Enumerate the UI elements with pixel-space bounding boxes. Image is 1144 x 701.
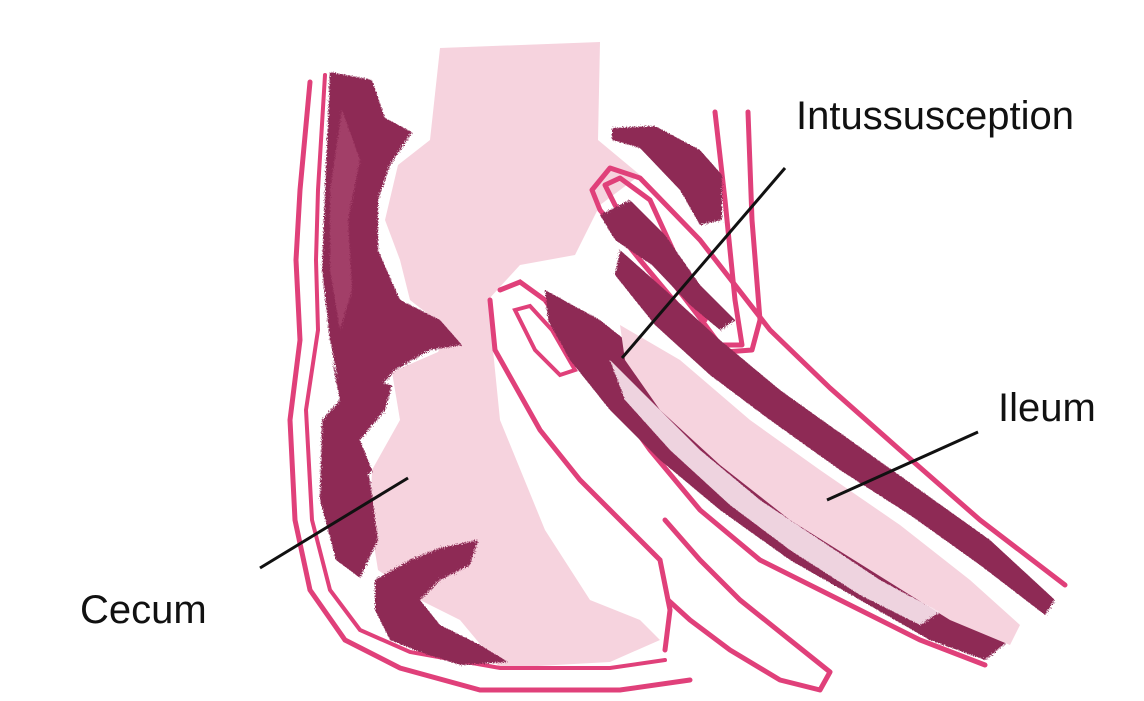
- ileum-label: Ileum: [998, 388, 1096, 428]
- intussusception-label: Intussusception: [796, 96, 1074, 136]
- cecum-label: Cecum: [80, 590, 207, 630]
